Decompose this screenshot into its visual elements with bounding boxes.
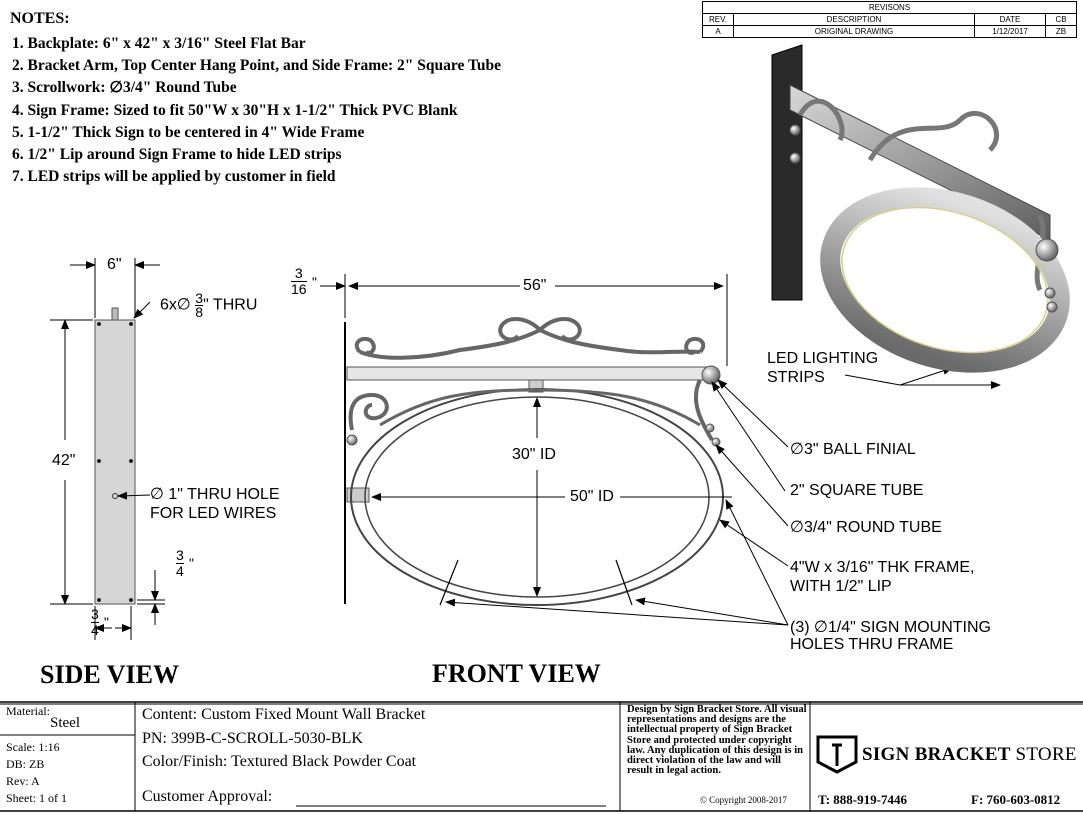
part-number: PN: 399B-C-SCROLL-5030-BLK: [142, 730, 363, 747]
callout-frame-1: 4"W x 3/16" THK FRAME,: [790, 559, 975, 576]
notes-title: NOTES:: [10, 10, 70, 27]
callout-led-2: STRIPS: [767, 369, 825, 386]
side-holes-label: 6x∅ 3 8 " THRU: [160, 290, 258, 320]
front-width-label: 56": [523, 277, 547, 294]
side-holes-den: 8: [195, 304, 204, 320]
bottom-num: 3: [91, 606, 99, 623]
callout-holes-1: (3) ∅1/4" SIGN MOUNTING: [790, 619, 991, 636]
material-value: Steel: [50, 715, 80, 731]
rev-cell: ORIGINAL DRAWING: [733, 25, 975, 38]
edge-num: 3: [176, 547, 184, 564]
side-holes-prefix: 6x∅: [160, 296, 191, 314]
rev-cell: ZB: [1045, 25, 1077, 38]
note-item: 7. LED strips will be applied by custome…: [12, 168, 336, 186]
front-height-id-label: 30" ID: [512, 446, 556, 463]
thick-inch: ": [312, 274, 317, 290]
edge-dim-label: 3 4: [176, 548, 184, 579]
brand-light: STORE: [1015, 744, 1077, 765]
title-block-frame: [0, 701, 1083, 812]
sheet-label: Sheet: 1 of 1: [6, 791, 67, 805]
side-width-label: 6": [107, 256, 122, 273]
thru-hole-label-1: ∅ 1" THRU HOLE: [150, 486, 280, 503]
front-width-id-label: 50" ID: [570, 488, 614, 505]
callout-led-1: LED LIGHTING: [767, 350, 879, 367]
legal-notice: Design by Sign Bracket Store. All visual…: [627, 704, 807, 777]
side-holes-suffix: " THRU: [203, 296, 258, 314]
notes-list: 1. Backplate: 6" x 42" x 3/16" Steel Fla…: [12, 33, 501, 188]
note-item: 1. Backplate: 6" x 42" x 3/16" Steel Fla…: [12, 35, 306, 52]
thru-hole-label-2: FOR LED WIRES: [150, 505, 277, 522]
callout-round-tube: ∅3/4" ROUND TUBE: [790, 519, 942, 536]
note-item: 6. 1/2" Lip around Sign Frame to hide LE…: [12, 146, 342, 164]
phone-number: T: 888-919-7446: [818, 792, 907, 807]
brand-logo-text: SIGN BRACKET STORE: [862, 744, 1077, 766]
edge-den: 4: [176, 563, 184, 579]
side-holes-num: 3: [195, 290, 204, 306]
callout-square-tube: 2" SQUARE TUBE: [790, 482, 924, 499]
copyright: © Copyright 2008-2017: [700, 795, 787, 805]
db-label: DB: ZB: [6, 757, 45, 771]
side-view-drawing: [50, 258, 165, 640]
rev-cell: 1/12/2017: [974, 25, 1046, 38]
callout-frame-2: WITH 1/2" LIP: [790, 578, 892, 595]
side-view-title: SIDE VIEW: [40, 660, 179, 689]
side-height-label: 42": [52, 452, 76, 469]
scale-label: Scale: 1:16: [6, 740, 60, 754]
front-view-title: FRONT VIEW: [432, 659, 601, 688]
edge-inch: ": [189, 555, 194, 571]
front-view-drawing: [320, 274, 732, 606]
thick-num: 3: [291, 266, 307, 282]
callout-holes-2: HOLES THRU FRAME: [790, 636, 954, 653]
callout-leaders: [445, 366, 1001, 626]
customer-approval-label: Customer Approval:: [142, 788, 273, 805]
note-item: 3. Scrollwork: ∅3/4" Round Tube: [12, 79, 237, 97]
callout-ball-finial: ∅3" BALL FINIAL: [790, 441, 916, 458]
material-label: Material:: [6, 704, 50, 718]
isometric-render: [771, 44, 1070, 373]
note-item: 4. Sign Frame: Sized to fit 50"W x 30"H …: [12, 101, 458, 119]
thickness-dim-label: 3 16: [291, 266, 307, 297]
brand-bold: SIGN BRACKET: [862, 744, 1011, 765]
bottom-dim-label: 3 4: [91, 607, 99, 638]
rev-label: Rev: A: [6, 774, 40, 788]
content-label: Content: Custom Fixed Mount Wall Bracket: [142, 706, 426, 723]
note-item: 2. Bracket Arm, Top Center Hang Point, a…: [12, 57, 502, 75]
fax-number: F: 760-603-0812: [971, 792, 1061, 807]
color-finish: Color/Finish: Textured Black Powder Coat: [142, 753, 417, 770]
thick-den: 16: [291, 281, 307, 297]
note-item: 5. 1-1/2" Thick Sign to be centered in 4…: [12, 123, 365, 141]
revisions-table: REVISONS REV. DESCRIPTION DATE CB A ORIG…: [702, 1, 1077, 38]
bottom-inch: ": [104, 614, 109, 630]
bottom-den: 4: [91, 622, 99, 638]
